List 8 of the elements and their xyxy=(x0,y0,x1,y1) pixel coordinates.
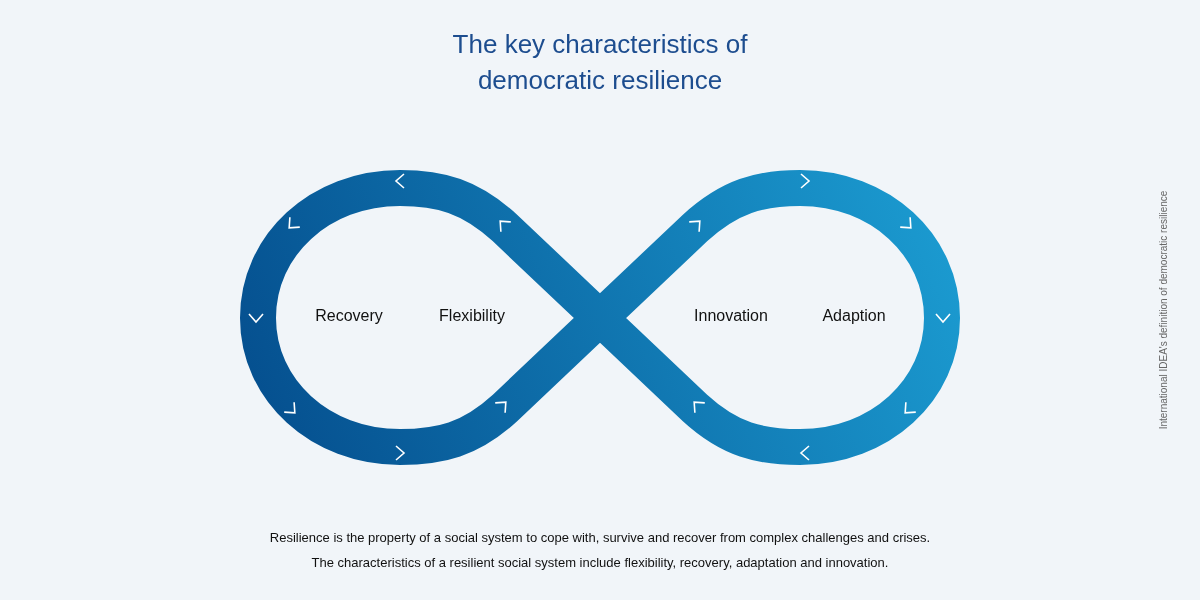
characteristic-label: Adaption xyxy=(821,307,887,325)
characteristic-label: Innovation xyxy=(693,307,769,325)
source-note: International IDEA's definition of democratic resilience xyxy=(1157,190,1169,430)
title: The key characteristics of democratic resilience xyxy=(451,28,749,97)
description-text: The characteristics of a resilient social system include flexibility, recovery, adaptation and innovation. xyxy=(310,555,890,570)
description-text: Resilience is the property of a social system to cope with, survive and recover from complex challenges and crises. xyxy=(268,530,932,545)
characteristic-label: Recovery xyxy=(314,307,384,325)
characteristic-label: Flexibility xyxy=(438,307,506,325)
